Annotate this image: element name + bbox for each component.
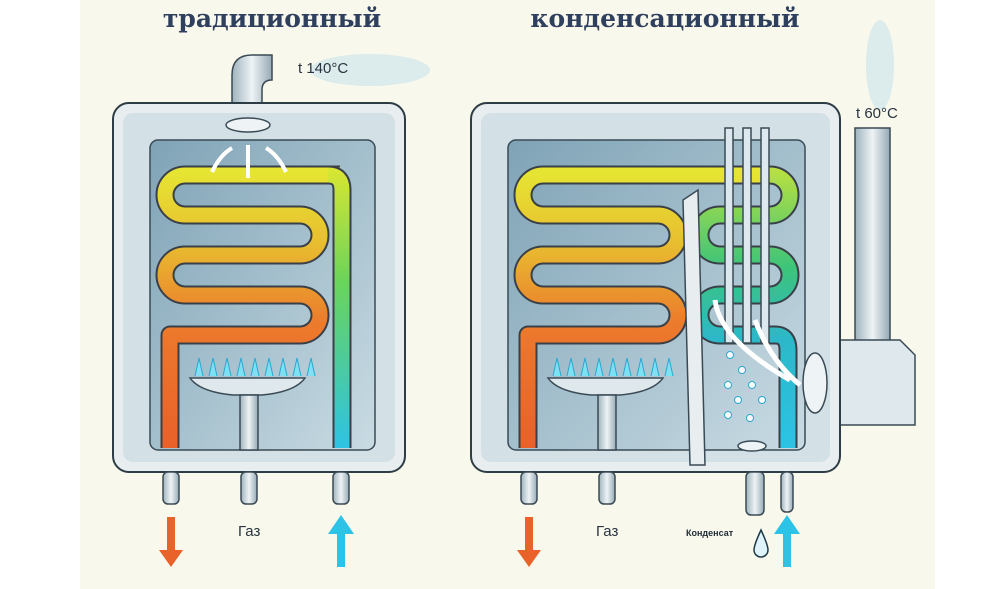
exhaust-flow-arrows [712,299,802,387]
gas-label-condensing: Газ [596,523,618,540]
flue-pipe [231,54,273,106]
title-condensing: конденсационный [530,4,799,33]
burner [546,357,674,451]
partition-plate [682,188,706,466]
steam-condensing [866,20,894,110]
condensate-label: Конденсат [686,528,734,538]
secondary-heat-exchanger-coil [692,167,798,448]
gas-label-traditional: Газ [238,523,260,540]
steam-traditional [310,54,430,86]
title-traditional: традиционный [163,4,381,33]
cold-water-in-arrow-icon [774,515,800,567]
traditional-boiler: t 140°C Газ [112,54,406,567]
exhaust-opening [225,117,271,133]
chimney [854,127,891,359]
water-drop-icon [753,528,769,558]
heat-exchanger-coil [157,167,340,448]
exhaust-port [802,352,828,414]
exhaust-arrows [210,145,288,178]
primary-heat-exchanger-coil [515,167,770,448]
hot-water-out-arrow-icon [517,517,541,567]
cold-water-in-arrow-icon [328,515,354,567]
flame-icons [552,357,674,377]
return-pipe [327,167,350,448]
flue-temp-condensing: t 60°C [856,105,898,122]
condensing-boiler: t 60°C Газ Ко [470,102,916,567]
burner [188,357,316,451]
condensate-drops [724,351,766,422]
flue-tubes [724,127,770,344]
flue-temp-traditional: t 140°C [298,60,348,77]
flame-icons [194,357,316,377]
hot-water-out-arrow-icon [159,517,183,567]
condensate-drain [737,440,767,452]
